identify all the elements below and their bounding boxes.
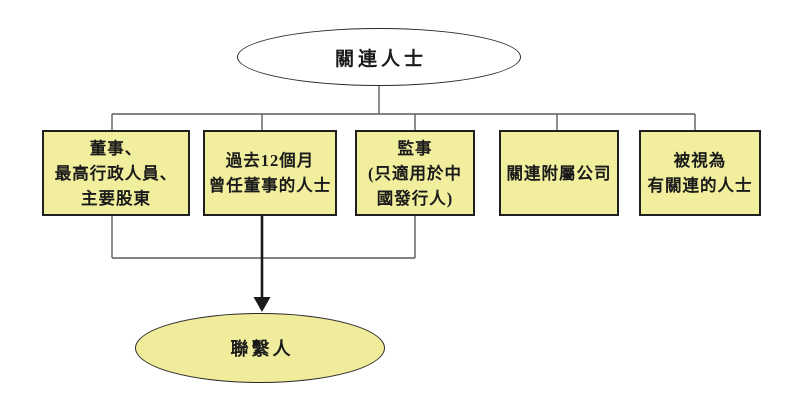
down-arrow-head (253, 297, 271, 312)
node-label-line: 最高行政人員、 (54, 163, 178, 183)
node-past-12-months-directors: 過去12個月 曾任董事的人士 (203, 130, 337, 216)
node-deemed-connected-persons: 被視為 有關連的人士 (639, 130, 761, 216)
node-label-line: 關連附屬公司 (506, 163, 612, 183)
node-label-line: 主要股東 (81, 188, 151, 208)
node-connected-subsidiary: 關連附屬公司 (499, 130, 619, 216)
node-connected-persons-label: 關連人士 (334, 48, 427, 70)
node-label-line: 被視為 (673, 151, 727, 170)
node-directors-chief-executives-substantial-shareholders: 董事、 最高行政人員、 主要股東 (42, 130, 190, 216)
node-label-line: 監事 (397, 138, 433, 158)
node-connected-persons: 關連人士 (237, 28, 521, 86)
node-associates: 聯繫人 (135, 313, 385, 383)
node-label-line: 國發行人) (376, 188, 454, 208)
node-label-line: 曾任董事的人士 (208, 176, 332, 195)
down-arrow (253, 216, 271, 312)
tree-connectors (111, 86, 696, 259)
node-label-line: 有關連的人士 (647, 176, 753, 195)
node-associates-label: 聯繫人 (230, 339, 294, 359)
node-supervisors-prc-issuers: 監事 (只適用於中 國發行人) (355, 130, 475, 216)
node-label-line: (只適用於中 (368, 163, 462, 183)
node-label-line: 董事、 (89, 138, 143, 158)
node-label-line: 過去12個月 (225, 151, 315, 170)
